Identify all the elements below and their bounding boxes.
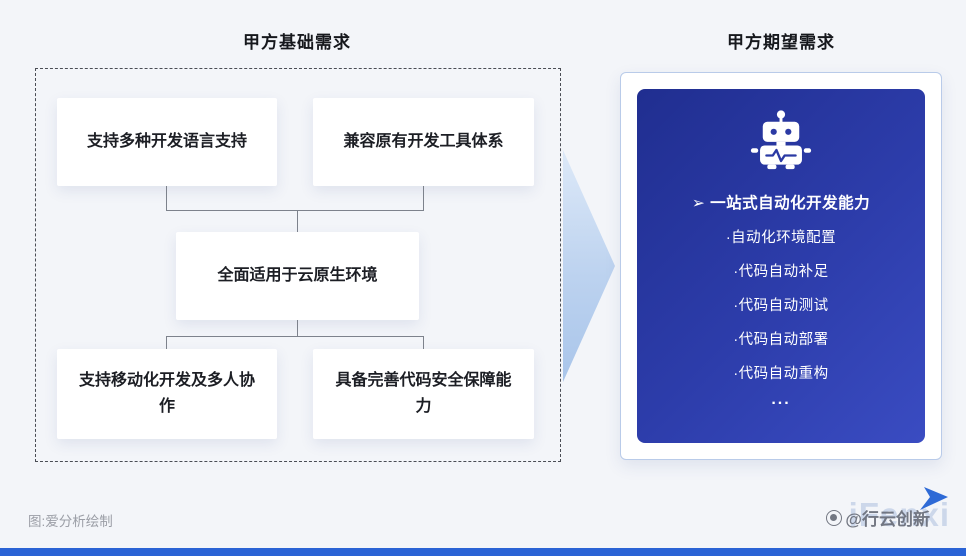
- expected-item: ·自动化环境配置: [725, 230, 837, 246]
- requirement-box-cloud-native: 全面适用于云原生环境: [176, 232, 419, 320]
- connector-line: [166, 336, 167, 349]
- expected-item: ·代码自动测试: [733, 298, 829, 314]
- expected-item: ·代码自动补足: [733, 264, 829, 280]
- flow-arrow-icon: [563, 150, 615, 382]
- footer-source-credit: 图:爱分析绘制: [28, 514, 113, 529]
- watermark: @行云创新: [826, 505, 930, 530]
- expected-item: ·代码自动部署: [733, 332, 829, 348]
- requirement-box-tools: 兼容原有开发工具体系: [313, 98, 534, 186]
- watermark-text: @行云创新: [845, 510, 930, 529]
- bottom-accent-bar: [0, 548, 966, 556]
- robot-icon: [750, 110, 812, 170]
- expected-item-ellipsis: ...: [771, 391, 791, 408]
- connector-line: [166, 336, 424, 337]
- connector-line: [423, 336, 424, 349]
- brand-arrow-icon: [920, 487, 948, 510]
- right-section-title: 甲方期望需求: [727, 33, 835, 52]
- basic-requirements-group: [35, 68, 561, 462]
- requirement-box-code-security: 具备完善代码安全保障能力: [313, 349, 534, 439]
- expected-requirements-card: ➢ 一站式自动化开发能力 ·自动化环境配置 ·代码自动补足 ·代码自动测试 ·代…: [620, 72, 942, 460]
- expected-item: ·代码自动重构: [733, 366, 829, 382]
- connector-line: [423, 186, 424, 210]
- connector-line: [297, 210, 298, 232]
- connector-line: [297, 320, 298, 336]
- requirement-box-languages: 支持多种开发语言支持: [57, 98, 277, 186]
- connector-line: [166, 210, 424, 211]
- connector-line: [166, 186, 167, 210]
- left-section-title: 甲方基础需求: [243, 33, 351, 52]
- expected-requirements-panel: ➢ 一站式自动化开发能力 ·自动化环境配置 ·代码自动补足 ·代码自动测试 ·代…: [637, 89, 925, 443]
- watermark-logo-icon: [826, 509, 843, 526]
- requirement-box-mobile-collab: 支持移动化开发及多人协作: [57, 349, 277, 439]
- expected-heading: ➢ 一站式自动化开发能力: [691, 195, 871, 212]
